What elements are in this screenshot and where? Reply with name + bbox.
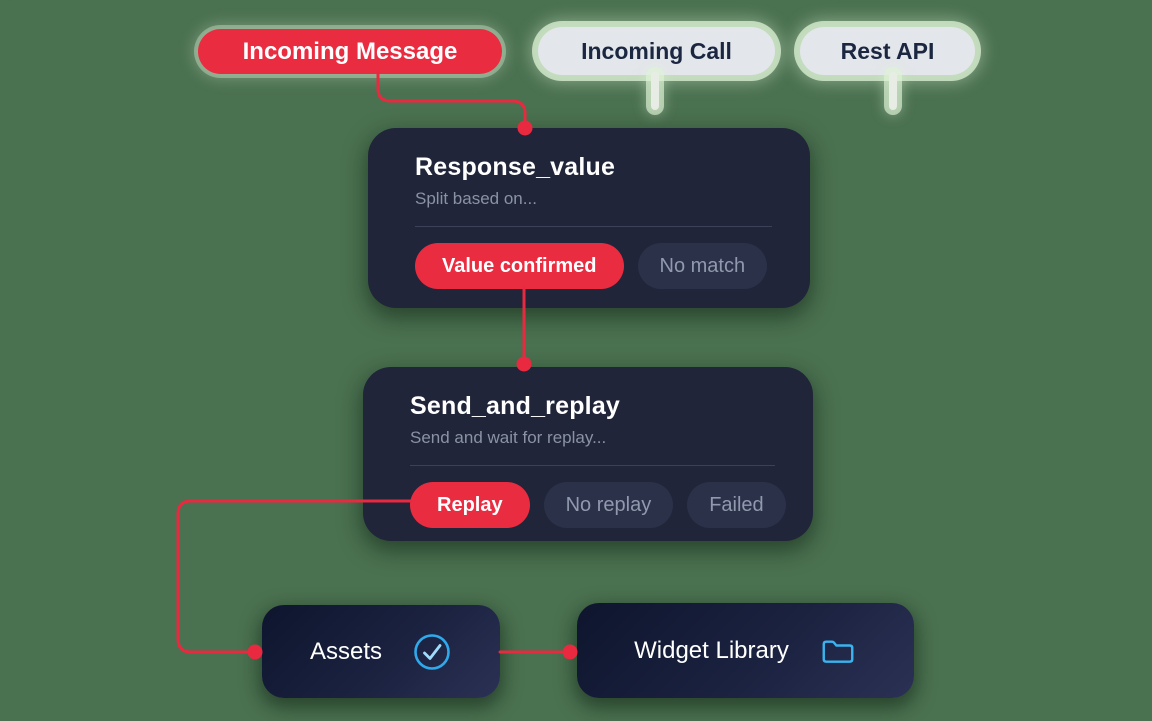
branch-failed[interactable]: Failed xyxy=(687,482,786,528)
node-divider xyxy=(410,465,775,466)
branch-row: Value confirmed No match xyxy=(415,243,772,289)
node-widget-library[interactable]: Widget Library xyxy=(577,603,914,698)
connection-dot xyxy=(247,644,263,660)
folder-icon xyxy=(819,635,857,667)
branch-value-confirmed[interactable]: Value confirmed xyxy=(415,243,624,289)
node-assets[interactable]: Assets xyxy=(262,605,500,698)
trigger-rest-api-label: Rest API xyxy=(840,37,935,64)
branch-label: Replay xyxy=(437,493,503,516)
connector-incoming-to-response xyxy=(376,70,527,123)
rest-api-connector-stub xyxy=(889,72,897,110)
branch-row: Replay No replay Failed xyxy=(410,482,786,528)
branch-label: No replay xyxy=(565,493,652,516)
node-send-and-replay[interactable]: Send_and_replay Send and wait for replay… xyxy=(363,367,813,541)
branch-replay[interactable]: Replay xyxy=(410,482,530,528)
trigger-incoming-call[interactable]: Incoming Call xyxy=(538,27,775,75)
node-subtitle: Send and wait for replay... xyxy=(410,428,607,447)
branch-label: Failed xyxy=(709,493,764,516)
connection-dot xyxy=(562,644,578,660)
trigger-incoming-message-label: Incoming Message xyxy=(242,37,458,65)
node-response-value[interactable]: Response_value Split based on... Value c… xyxy=(368,128,810,308)
trigger-incoming-message[interactable]: Incoming Message xyxy=(198,29,502,74)
branch-no-replay[interactable]: No replay xyxy=(543,482,674,528)
node-widget-library-label: Widget Library xyxy=(634,636,789,664)
trigger-incoming-call-label: Incoming Call xyxy=(581,37,732,64)
node-assets-label: Assets xyxy=(309,637,383,665)
check-circle-icon xyxy=(412,632,452,672)
branch-label: Value confirmed xyxy=(442,254,597,277)
branch-no-match[interactable]: No match xyxy=(637,243,768,289)
trigger-rest-api[interactable]: Rest API xyxy=(800,27,975,75)
node-divider xyxy=(415,226,772,227)
node-subtitle: Split based on... xyxy=(415,189,537,208)
branch-label: No match xyxy=(659,254,746,277)
node-title: Send_and_replay xyxy=(410,392,621,420)
node-title: Response_value xyxy=(415,153,616,181)
incoming-call-connector-stub xyxy=(651,72,659,110)
